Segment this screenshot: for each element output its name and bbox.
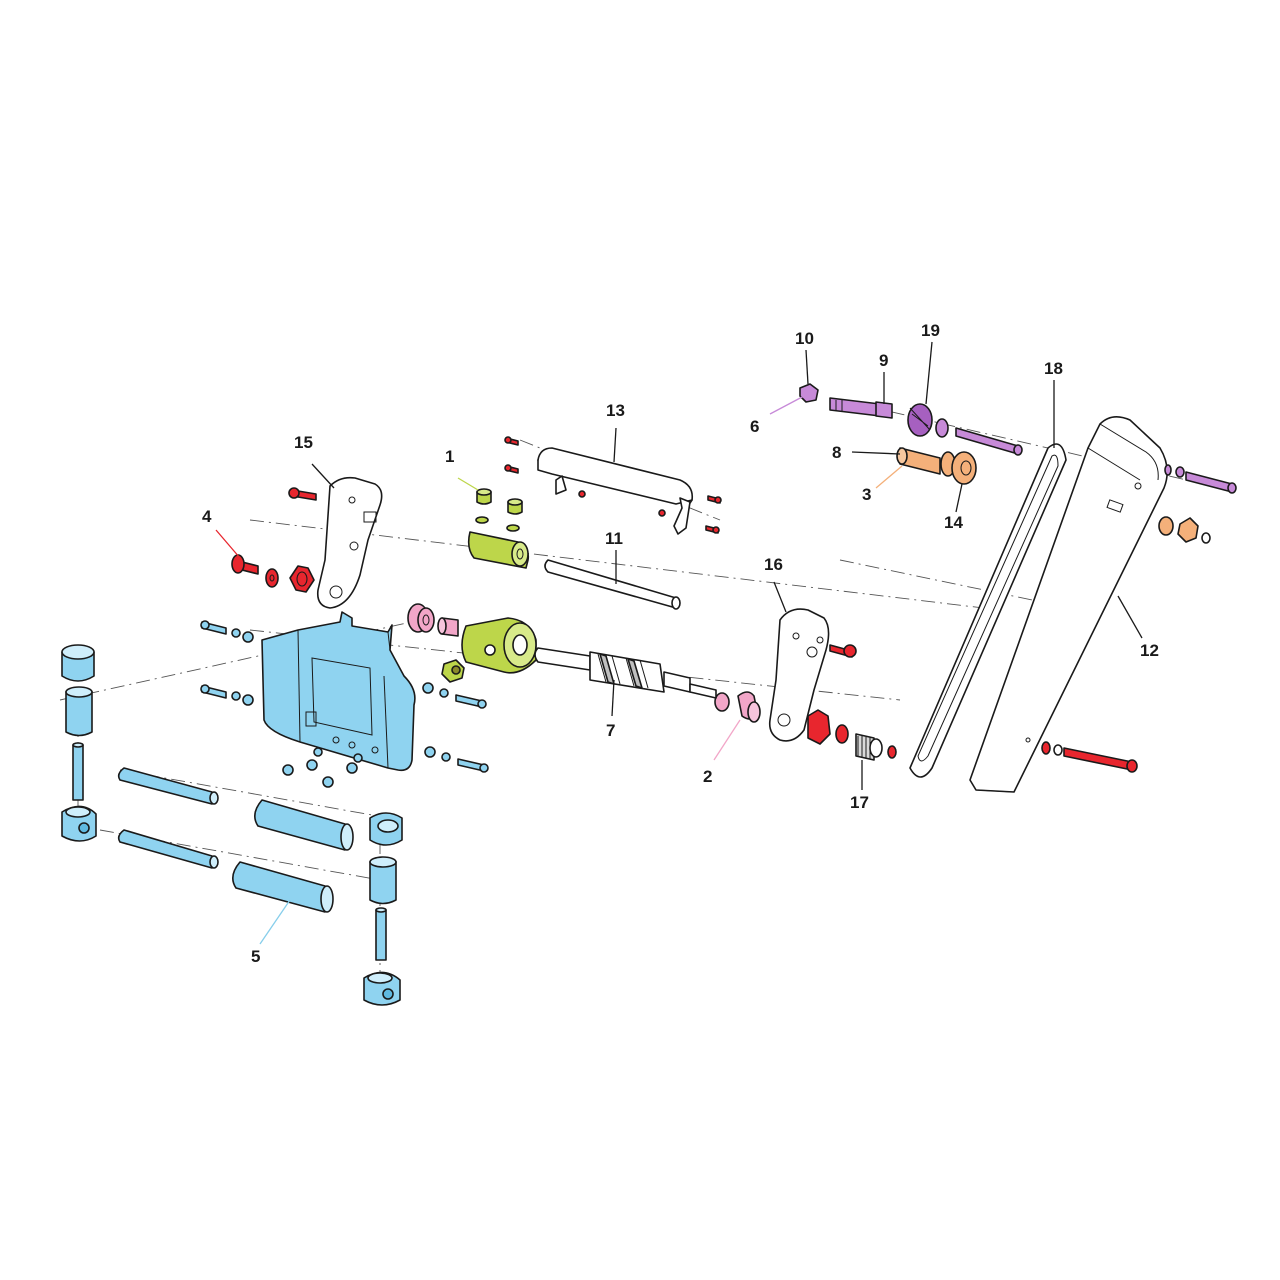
bushing-upper-left xyxy=(65,686,93,737)
callout-6: 6 xyxy=(750,417,759,436)
callout-2: 2 xyxy=(703,767,712,786)
cover-screws-red xyxy=(504,436,722,534)
spacer-tube-lower xyxy=(232,861,334,913)
callout-1: 1 xyxy=(445,447,454,466)
callout-8: 8 xyxy=(832,443,841,462)
screw-right-lower xyxy=(424,746,489,773)
leader-lines xyxy=(215,341,1143,945)
callout-labels: 1 2 3 4 5 6 7 8 9 10 11 12 13 14 15 16 1… xyxy=(202,321,1159,966)
rod-end-lower-left xyxy=(61,805,97,842)
spacer-orange-part-8 xyxy=(896,447,941,475)
arm-housing-part-12 xyxy=(969,416,1168,793)
clamp-block-green-upper xyxy=(467,531,530,569)
callout-10: 10 xyxy=(795,329,814,348)
callout-4: 4 xyxy=(202,507,212,526)
callout-14: 14 xyxy=(944,513,963,532)
nut-red-right xyxy=(807,709,849,745)
side-plate-right-part-16 xyxy=(768,608,830,742)
bushing-upper-right xyxy=(369,856,397,905)
top-cover-part-13 xyxy=(537,447,694,535)
screws-green-part-1 xyxy=(475,488,523,532)
callout-18: 18 xyxy=(1044,359,1063,378)
side-plate-left-part-15 xyxy=(316,476,383,609)
shaft-part-11 xyxy=(544,559,681,610)
callout-11: 11 xyxy=(605,529,623,548)
screw-left-lower xyxy=(200,684,254,706)
callout-13: 13 xyxy=(606,401,625,420)
rod-upper xyxy=(117,767,219,805)
screw-red-part-4 xyxy=(231,554,279,588)
spiral-shaft-part-7 xyxy=(534,647,717,699)
shaft-purple-part-9 xyxy=(829,397,893,419)
callout-7: 7 xyxy=(606,721,615,740)
pin-left xyxy=(72,742,84,801)
screw-red-left-upper xyxy=(288,487,317,501)
screw-red-right-plate xyxy=(829,644,857,658)
screw-purple-long xyxy=(1164,464,1237,494)
screw-right-upper xyxy=(422,682,487,709)
callout-12: 12 xyxy=(1140,641,1159,660)
nut-red-left xyxy=(289,565,315,593)
callout-17: 17 xyxy=(850,793,869,812)
gear-purple-part-19 xyxy=(907,403,1023,456)
nut-orange-arm xyxy=(1158,516,1211,544)
clamp-block-green-lower xyxy=(461,617,537,674)
rod-end-lower-right xyxy=(363,971,401,1006)
nut-purple-part-10 xyxy=(799,383,819,403)
callout-5: 5 xyxy=(251,947,260,966)
rod-lower xyxy=(117,829,219,869)
pulley-orange-part-14 xyxy=(940,451,977,485)
callout-9: 9 xyxy=(879,351,888,370)
spacer-tube-upper xyxy=(254,799,354,851)
screw-red-long xyxy=(1041,741,1138,773)
knob-green xyxy=(441,659,465,683)
callout-15: 15 xyxy=(294,433,313,452)
bushing-pink-right-part-2 xyxy=(714,691,761,723)
pulley-part-17 xyxy=(855,733,897,761)
screw-left-upper xyxy=(200,620,254,643)
rod-end-upper-right xyxy=(369,812,403,846)
belt-part-18 xyxy=(909,443,1067,778)
bracket-screws xyxy=(200,620,489,788)
rod-end-upper-left xyxy=(61,644,95,682)
rod-assembly-part-5 xyxy=(61,644,403,1006)
callout-16: 16 xyxy=(764,555,783,574)
callout-3: 3 xyxy=(862,485,871,504)
callout-19: 19 xyxy=(921,321,940,340)
pin-right xyxy=(375,907,387,961)
mounting-bracket xyxy=(261,611,416,772)
bushing-pink-left xyxy=(407,603,459,637)
screw-bottom-group xyxy=(282,747,363,788)
